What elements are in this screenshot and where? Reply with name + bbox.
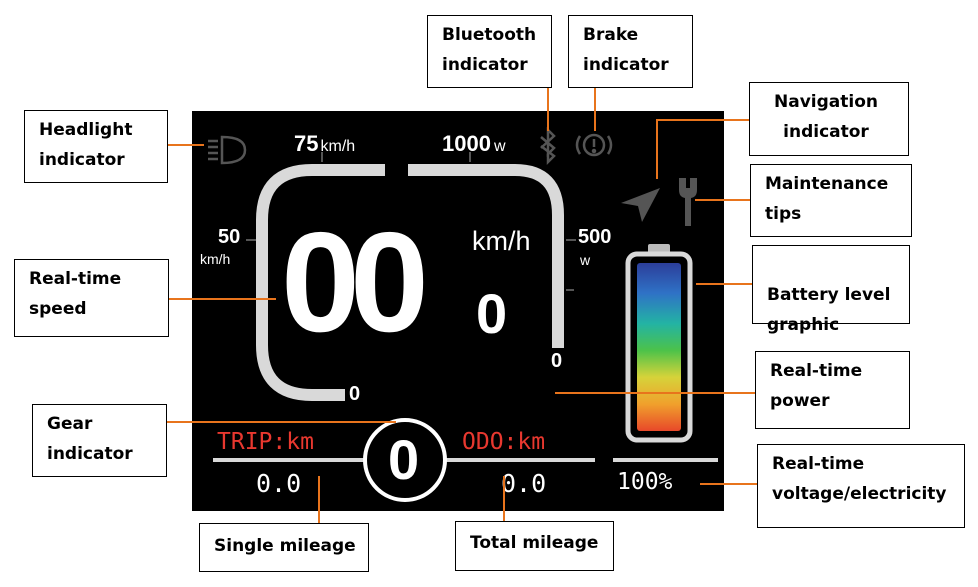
leader-navigation-v (656, 119, 658, 179)
power-mid-unit: w (580, 252, 591, 268)
leader-gear (166, 421, 396, 423)
battery-fill (637, 263, 681, 431)
speed-mid-unit: km/h (200, 251, 231, 267)
trip-value: 0.0 (256, 469, 302, 498)
navigation-icon (621, 188, 660, 222)
wrench-icon (679, 178, 697, 226)
leader-single (318, 476, 320, 524)
power-min-label: 0 (551, 350, 563, 372)
callout-speed: Real-time speed (14, 259, 169, 337)
callout-power: Real-time power (755, 351, 910, 429)
callout-headlight: Headlight indicator (24, 110, 168, 183)
power-arc (408, 164, 564, 348)
speed-min-label: 0 (349, 383, 361, 405)
callout-battery-graphic: Battery level graphic (752, 245, 910, 335)
power-max-unit: w (493, 138, 506, 155)
speed-decimal: 0 (476, 282, 508, 345)
leader-maintenance (695, 199, 751, 201)
callout-navigation: Navigation indicator (749, 82, 909, 156)
gear-value: 0 (388, 428, 420, 491)
odo-value: 0.0 (501, 469, 547, 498)
callout-maintenance: Maintenance tips (750, 164, 912, 237)
trip-label: TRIP:km (217, 429, 314, 455)
callout-battery-graphic-text: Battery level graphic (767, 285, 891, 335)
callout-total-mileage: Total mileage (455, 521, 614, 571)
callout-bluetooth: Bluetooth indicator (427, 15, 552, 88)
speed-arc (256, 164, 385, 401)
leader-battery (696, 283, 752, 285)
speed-value: 00 (281, 203, 429, 362)
odo-label: ODO:km (462, 429, 546, 455)
speed-value-unit: km/h (472, 226, 531, 256)
battery-percent: 100% (617, 469, 673, 495)
speed-mid-label: 50 (218, 226, 241, 248)
leader-navigation-h (656, 119, 750, 121)
leader-speed (166, 298, 276, 300)
callout-brake: Brake indicator (568, 15, 693, 88)
leader-voltage (700, 483, 758, 485)
callout-single-mileage: Single mileage (199, 523, 369, 572)
power-mid-label: 500 (578, 226, 612, 248)
speed-max-unit: km/h (320, 138, 356, 155)
headlight-icon (208, 135, 247, 165)
leader-total (503, 476, 505, 522)
gear-ring (363, 418, 447, 502)
leader-headlight (166, 144, 204, 146)
battery-body (625, 251, 693, 443)
leader-power (555, 392, 755, 394)
brake-icon (575, 133, 613, 157)
leader-brake (594, 87, 596, 131)
bluetooth-icon (540, 126, 556, 166)
callout-gear: Gear indicator (32, 404, 167, 477)
callout-voltage: Real-time voltage/electricity (757, 444, 965, 528)
leader-bluetooth (547, 87, 549, 131)
